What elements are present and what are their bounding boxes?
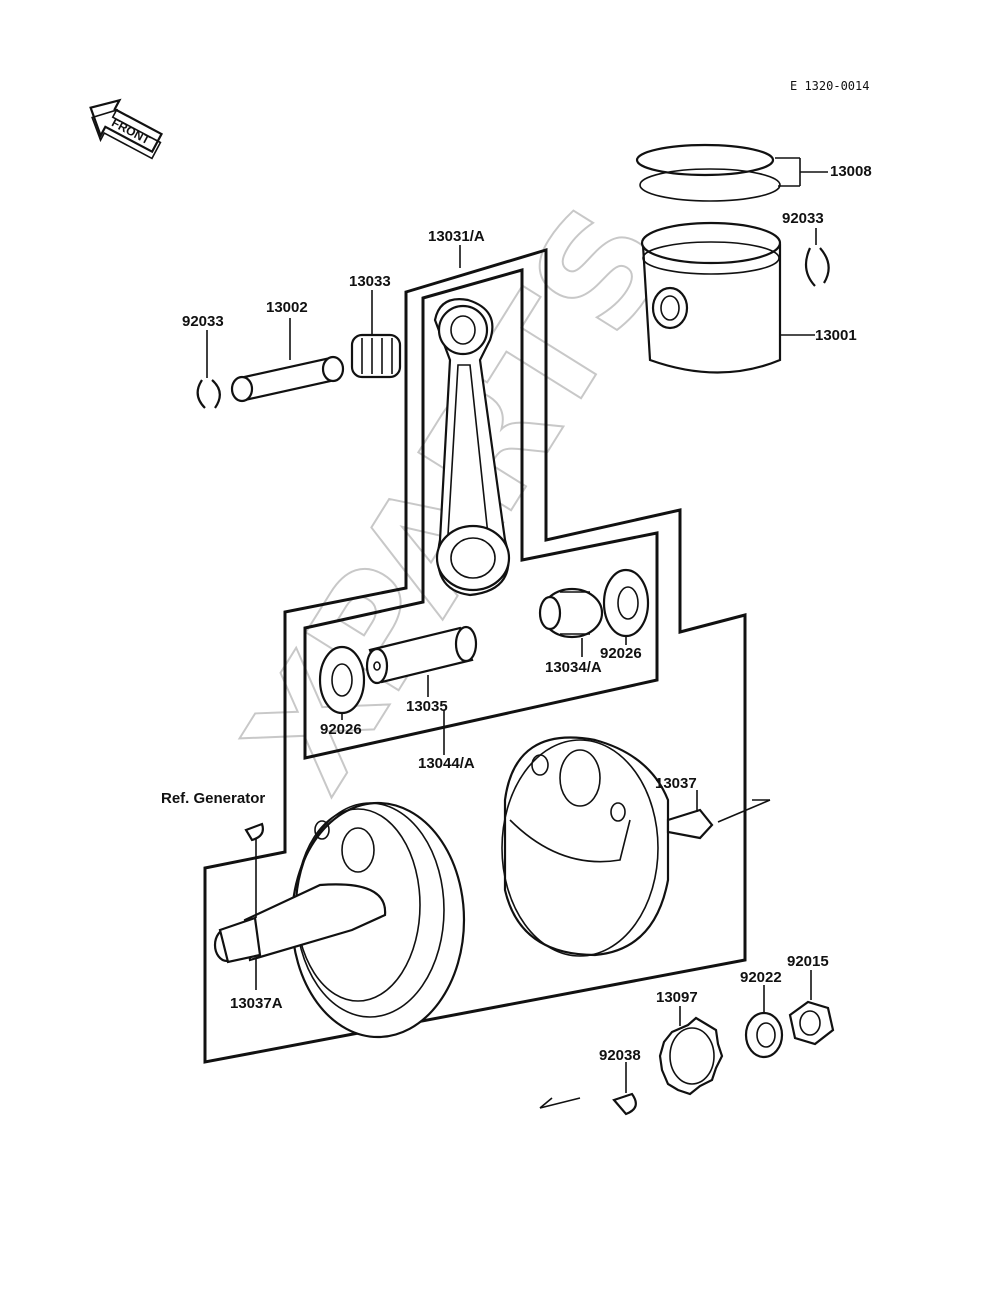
key-icon	[612, 1092, 637, 1116]
label-92026-left: 92026	[320, 721, 362, 738]
assembly-outline-outer	[203, 247, 747, 1064]
label-92015: 92015	[787, 953, 829, 970]
big-end-bearing-icon	[538, 587, 604, 639]
label-13044: 13044/A	[418, 755, 475, 772]
label-92033-top: 92033	[782, 210, 824, 227]
washer-icon	[744, 1011, 784, 1059]
sprocket-icon	[658, 1016, 724, 1096]
circlip-left-icon	[196, 379, 221, 409]
label-13002: 13002	[266, 299, 308, 316]
assembly-outline-inner	[303, 268, 659, 760]
label-92026-right: 92026	[600, 645, 642, 662]
thrust-washer-right-icon	[602, 568, 650, 638]
label-92022: 92022	[740, 969, 782, 986]
nut-icon	[788, 1000, 835, 1046]
label-13031: 13031/A	[428, 228, 485, 245]
label-13008: 13008	[830, 163, 872, 180]
crankpin-icon	[365, 625, 478, 685]
woodruff-key-icon	[244, 822, 264, 842]
label-ref-generator: Ref. Generator	[161, 790, 265, 807]
arrow-line	[539, 1097, 581, 1109]
label-13097: 13097	[656, 989, 698, 1006]
label-13037A: 13037A	[230, 995, 283, 1012]
small-end-bearing-icon	[350, 333, 402, 379]
circlip-icon	[804, 247, 830, 287]
label-13034: 13034/A	[545, 659, 602, 676]
label-92038: 92038	[599, 1047, 641, 1064]
crank-half-left-icon	[213, 801, 466, 1039]
connecting-rod-icon	[433, 298, 511, 597]
label-92033-left: 92033	[182, 313, 224, 330]
drawing-code: E 1320-0014	[790, 79, 869, 93]
piston-pin-icon	[230, 355, 345, 403]
label-13037: 13037	[655, 775, 697, 792]
piston-icon	[640, 221, 782, 374]
crank-half-right-icon	[501, 736, 714, 957]
label-13001: 13001	[815, 327, 857, 344]
label-13035: 13035	[406, 698, 448, 715]
thrust-washer-left-icon	[318, 645, 366, 715]
front-arrow-icon: FRONT	[89, 98, 164, 160]
piston-rings-icon	[635, 143, 828, 202]
label-13033: 13033	[349, 273, 391, 290]
